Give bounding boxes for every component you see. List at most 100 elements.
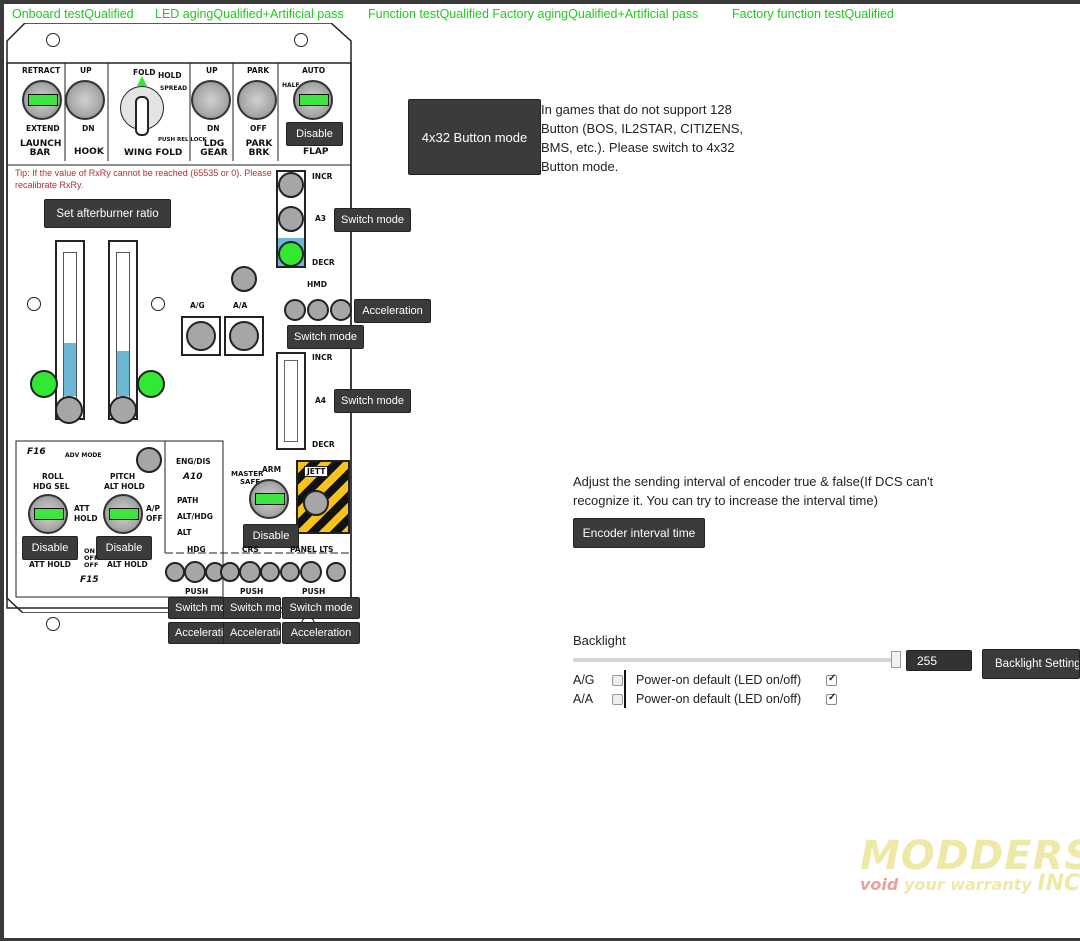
disable-arm-button[interactable]: Disable <box>243 524 299 548</box>
backlight-aa-checkbox[interactable] <box>612 694 623 705</box>
label-hook: HOOK <box>74 147 104 157</box>
label-hdg: HDG <box>187 545 206 554</box>
backlight-aa-power-on-checkbox[interactable] <box>826 692 837 705</box>
backlight-value-field[interactable]: 255 <box>906 650 972 671</box>
label-dn-gear: DN <box>207 124 220 133</box>
backlight-row-ag-label: A/G <box>573 673 595 687</box>
button-mode-4x32-button[interactable]: 4x32 Button mode <box>408 99 541 175</box>
roll-switch[interactable] <box>28 494 68 534</box>
encoder-interval-time-button[interactable]: Encoder interval time <box>573 518 705 548</box>
label-eng-dis: ENG/DIS <box>176 457 211 466</box>
aa-button[interactable] <box>229 321 259 351</box>
label-hdg-sel: HDG SEL <box>33 482 70 491</box>
a3-incr-button[interactable] <box>278 172 304 198</box>
backlight-slider-handle[interactable] <box>891 651 901 668</box>
label-dn-hook: DN <box>82 124 95 133</box>
backlight-ag-checkbox[interactable] <box>612 675 623 686</box>
jettison-button[interactable] <box>303 490 329 516</box>
a4-switch-mode-button[interactable]: Switch mode <box>334 389 411 413</box>
crs-switch-mode-button[interactable]: Switch mode <box>223 597 281 619</box>
lts-plus-button[interactable] <box>326 562 346 582</box>
label-wing-fold: WING FOLD <box>124 148 183 158</box>
label-push-rel-lock: PUSH REL LOCK <box>158 137 207 143</box>
status-led-aging: LED agingQualified+Artificial pass <box>155 7 344 21</box>
encoder-interval-description: Adjust the sending interval of encoder t… <box>573 474 934 508</box>
label-path: PATH <box>177 496 199 505</box>
left-throttle-slot <box>63 252 77 402</box>
park-brk-switch[interactable] <box>237 80 277 120</box>
hmd-minus-button[interactable] <box>284 299 306 321</box>
ag-button[interactable] <box>186 321 216 351</box>
hmd-top-button[interactable] <box>231 266 257 292</box>
backlight-slider-track[interactable] <box>573 658 896 662</box>
label-a3-decr: DECR <box>312 258 335 267</box>
label-on-off-off: ON OFF OFF <box>84 547 99 569</box>
label-launch-bar: LAUNCH BAR <box>20 139 62 158</box>
right-throttle-track[interactable] <box>108 240 138 420</box>
mode-4x32-description: In games that do not support 128 Button … <box>541 102 744 174</box>
crs-push-button[interactable] <box>239 561 261 583</box>
label-alt-hdg: ALT/HDG <box>177 512 213 521</box>
a3-switch-mode-button[interactable]: Switch mode <box>334 208 411 232</box>
label-att-hold: ATT HOLD <box>74 504 98 523</box>
hmd-acceleration-button[interactable]: Acceleration <box>354 299 431 323</box>
left-throttle-track[interactable] <box>55 240 85 420</box>
label-ldg-gear: LDG GEAR <box>200 139 228 158</box>
hdg-switch-mode-button[interactable]: Switch mode <box>168 597 226 619</box>
a4-wheel-track[interactable] <box>276 352 306 450</box>
label-adv-mode: ADV MODE <box>65 452 102 459</box>
backlight-setting-button[interactable]: Backlight Setting <box>982 649 1080 679</box>
set-afterburner-ratio-button[interactable]: Set afterburner ratio <box>44 199 171 228</box>
crs-plus-button[interactable] <box>260 562 280 582</box>
label-spread: SPREAD <box>160 85 188 92</box>
hmd-push-button[interactable] <box>307 299 329 321</box>
label-panel-lts: PANEL LTS <box>290 545 334 554</box>
crs-acceleration-button[interactable]: Acceleration <box>223 622 281 644</box>
adv-mode-button[interactable] <box>136 447 162 473</box>
window-bottom-border <box>0 938 1080 941</box>
a3-push-button[interactable] <box>278 206 304 232</box>
master-arm-switch[interactable] <box>249 479 289 519</box>
label-auto: AUTO <box>302 66 326 75</box>
disable-pitch-button[interactable]: Disable <box>96 536 152 560</box>
label-crs: CRS <box>242 545 259 554</box>
label-pitch: PITCH <box>110 472 136 481</box>
window-left-border <box>0 0 4 941</box>
label-hmd: HMD <box>307 280 327 289</box>
right-throttle-button[interactable] <box>109 396 137 424</box>
label-alt-hold: ALT HOLD <box>104 482 145 491</box>
lts-acceleration-button[interactable]: Acceleration <box>282 622 360 644</box>
hdg-push-button[interactable] <box>184 561 206 583</box>
label-retract: RETRACT <box>22 66 61 75</box>
hdg-minus-button[interactable] <box>165 562 185 582</box>
lts-push-button[interactable] <box>300 561 322 583</box>
label-att-hold-f15: ATT HOLD <box>29 560 71 569</box>
panel-screw-bottom-left <box>46 617 60 631</box>
label-up-gear: UP <box>206 66 218 75</box>
hook-switch[interactable] <box>65 80 105 120</box>
lts-switch-mode-button[interactable]: Switch mode <box>282 597 360 619</box>
flap-switch[interactable] <box>293 80 333 120</box>
left-small-indicator <box>27 297 41 311</box>
launch-bar-switch[interactable] <box>22 80 62 120</box>
hmd-plus-button[interactable] <box>330 299 352 321</box>
recalibrate-tip: Tip: If the value of RxRy cannot be reac… <box>15 167 275 191</box>
backlight-row-aa-label: A/A <box>573 692 594 706</box>
lts-minus-button[interactable] <box>280 562 300 582</box>
backlight-ag-power-on-checkbox[interactable] <box>826 673 837 686</box>
label-alt: ALT <box>177 528 192 537</box>
disable-flap-button[interactable]: Disable <box>286 122 343 146</box>
hmd-switch-mode-button[interactable]: Switch mode <box>287 325 364 349</box>
pitch-switch[interactable] <box>103 494 143 534</box>
label-a4-incr: INCR <box>312 353 333 362</box>
crs-minus-button[interactable] <box>220 562 240 582</box>
label-park: PARK <box>247 66 270 75</box>
watermark-inc: INC. <box>1037 871 1080 896</box>
label-a4: A4 <box>315 396 327 405</box>
status-onboard-test: Onboard testQualified <box>12 7 134 21</box>
hdg-acceleration-button[interactable]: Acceleration <box>168 622 226 644</box>
left-throttle-button[interactable] <box>55 396 83 424</box>
wing-fold-indicator <box>137 76 147 86</box>
ldg-gear-switch[interactable] <box>191 80 231 120</box>
disable-roll-button[interactable]: Disable <box>22 536 78 560</box>
